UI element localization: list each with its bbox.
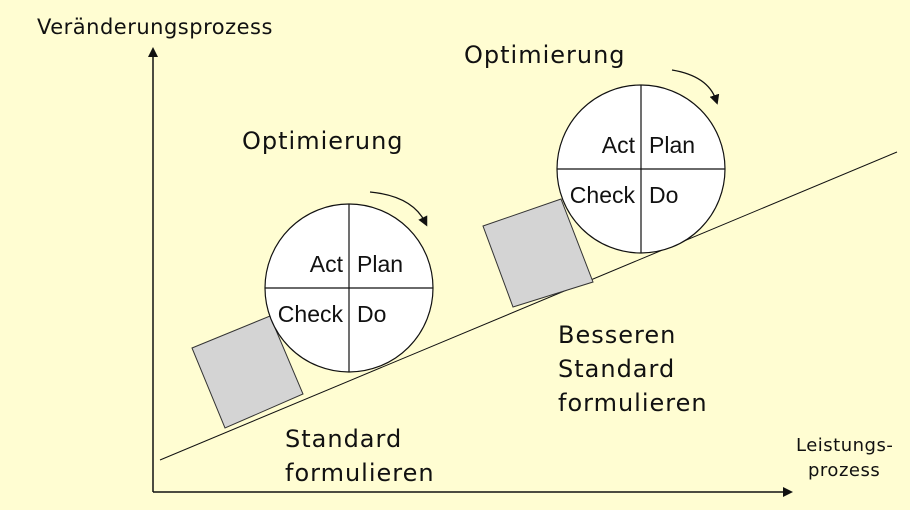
pdca-do-label: Do	[357, 301, 386, 327]
rotation-arrow-lower-icon	[369, 191, 428, 227]
standard-upper-line3: formulieren	[558, 389, 708, 417]
pdca-cycle-upper: Act Plan Check Do	[556, 84, 726, 254]
rotation-arrow-upper-icon	[671, 69, 720, 105]
standard-upper-line1: Besseren	[558, 321, 676, 349]
x-axis-label-line1: Leistungs-	[796, 435, 893, 456]
pdca-cycle-lower: Act Plan Check Do	[264, 203, 434, 373]
wedge-upper	[482, 198, 594, 308]
pdca-check-label: Check	[278, 301, 344, 327]
pdca-do-label: Do	[649, 182, 678, 208]
optimierung-title-upper: Optimierung	[464, 41, 626, 69]
x-axis-label-line2: prozess	[808, 460, 880, 481]
pdca-check-label: Check	[570, 182, 636, 208]
standard-upper-line2: Standard	[558, 355, 675, 383]
slope-line	[159, 151, 898, 461]
standard-lower-line2: formulieren	[285, 459, 435, 487]
wedge-lower	[191, 315, 304, 429]
pdca-plan-label: Plan	[649, 132, 695, 158]
pdca-act-label: Act	[602, 132, 636, 158]
standard-lower-line1: Standard	[285, 425, 402, 453]
pdca-plan-label: Plan	[357, 251, 403, 277]
pdca-act-label: Act	[310, 251, 344, 277]
optimierung-title-lower: Optimierung	[242, 127, 404, 155]
y-axis-label: Veränderungsprozess	[37, 15, 273, 39]
